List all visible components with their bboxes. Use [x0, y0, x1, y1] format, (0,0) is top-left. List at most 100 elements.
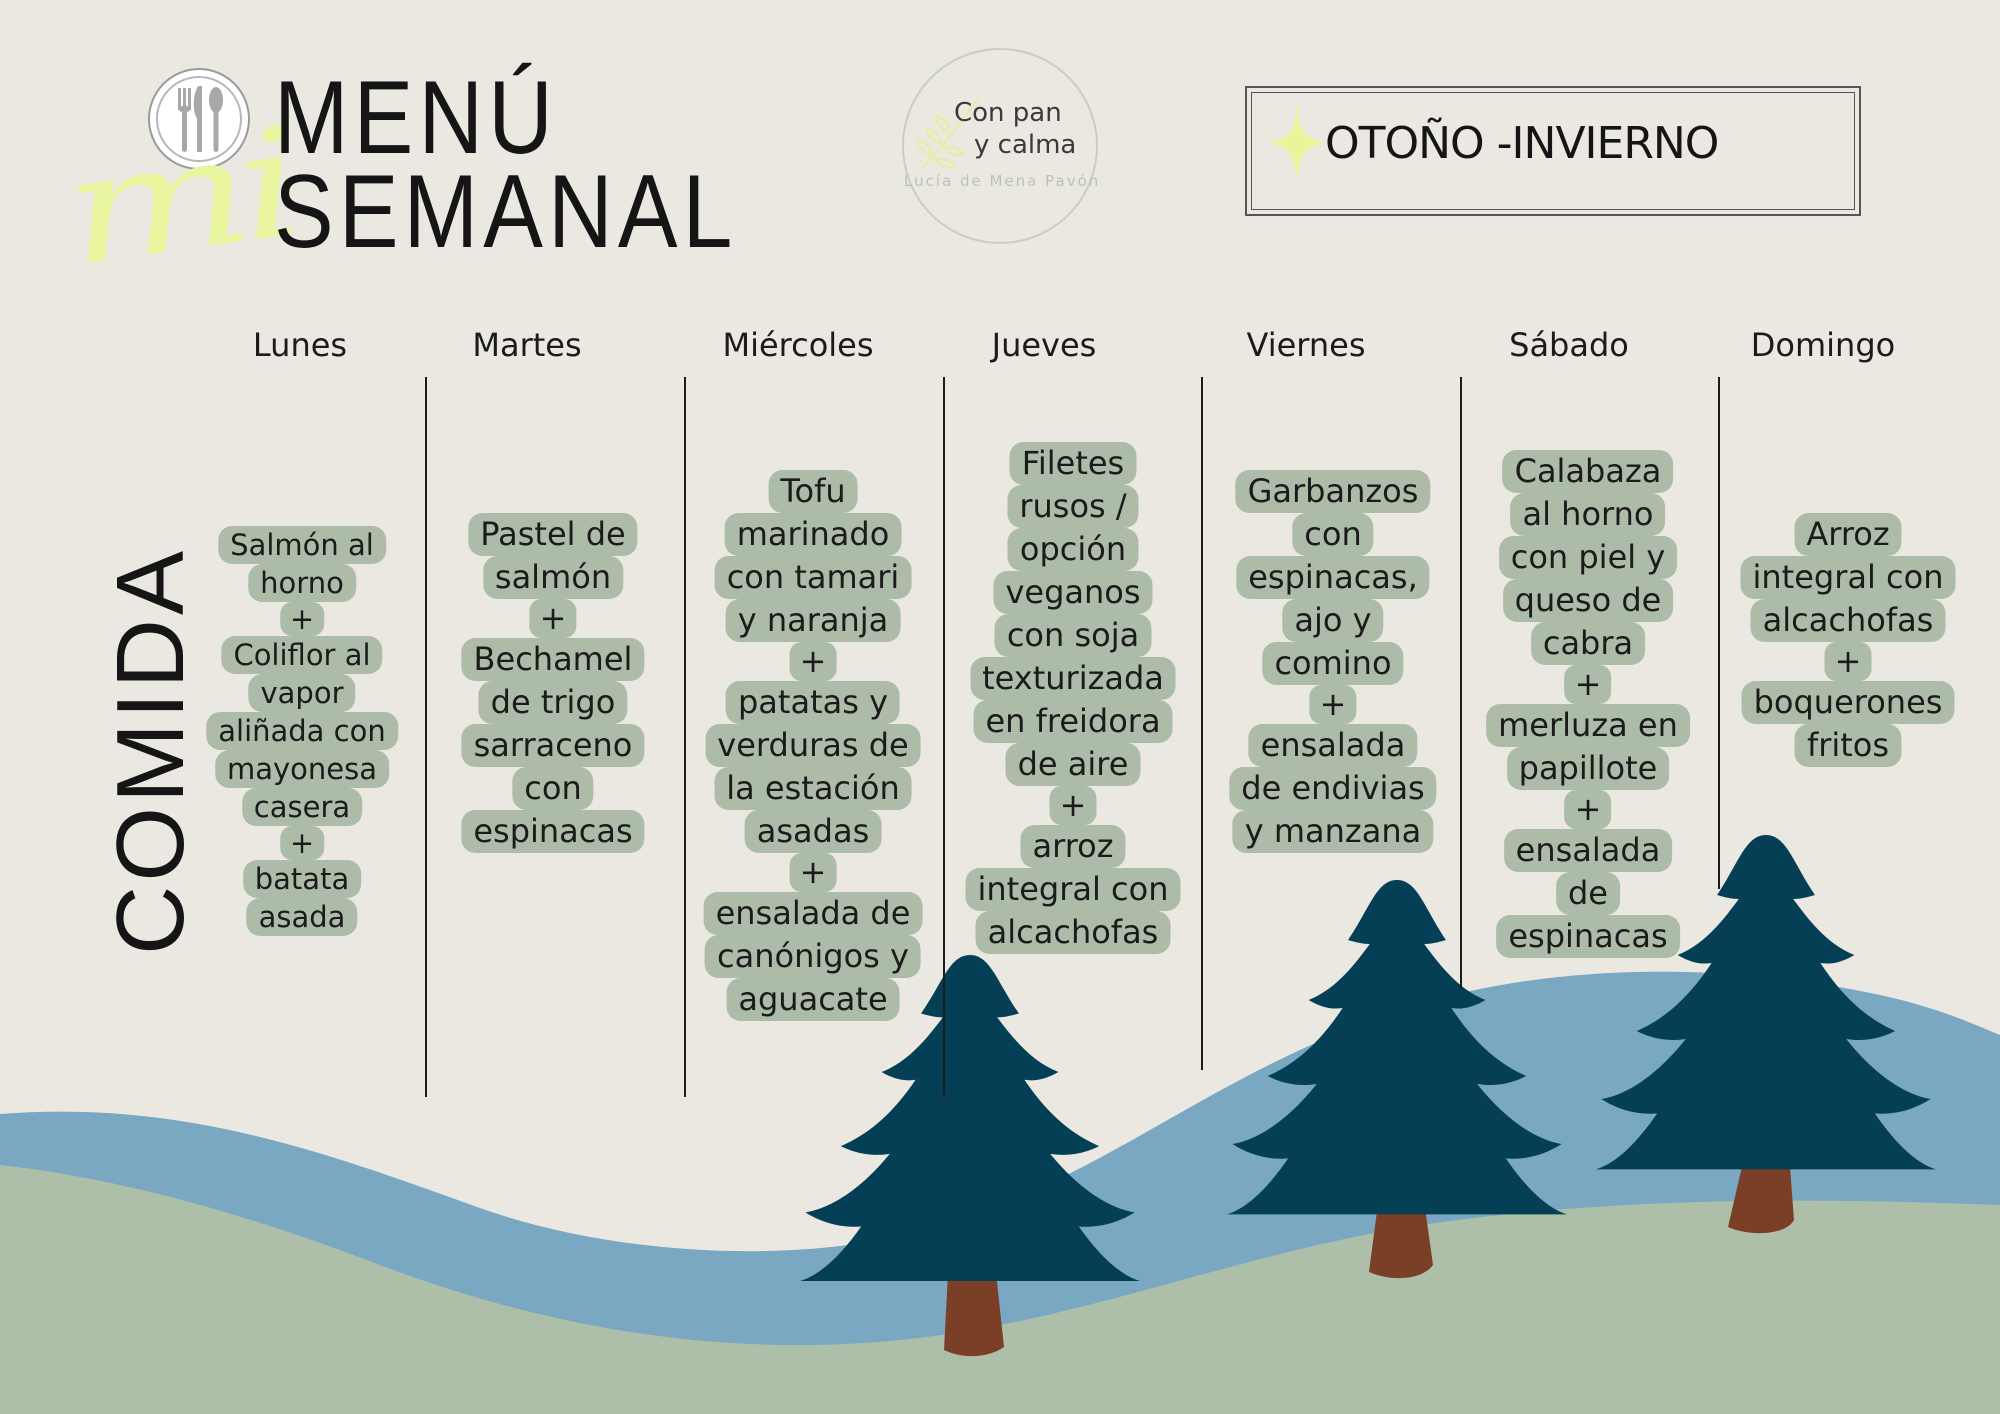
meal-line: con [512, 767, 594, 810]
sparkle-star-icon [1269, 102, 1325, 184]
meal-plus-separator: + [1049, 786, 1097, 825]
row-label-comida: COMIDA [97, 547, 204, 955]
meal-line: canónigos y [705, 935, 921, 978]
meal-line: salmón [482, 556, 624, 599]
meal-plus-separator: + [1564, 790, 1612, 829]
column-divider [684, 377, 686, 1097]
meal-line: asada [246, 898, 358, 936]
logo-line-1: Con pan [954, 98, 1062, 128]
meal-line: papillote [1506, 747, 1670, 790]
meal-line: ensalada [1248, 724, 1418, 767]
meal-line: Tofu [768, 470, 858, 513]
meal-line: veganos [993, 571, 1153, 614]
meal-plus-separator: + [1564, 665, 1612, 704]
title-line-1: MENÚ [274, 60, 558, 176]
day-header: Jueves [991, 326, 1097, 364]
meal-line: de endivias [1229, 767, 1437, 810]
meal-line: ajo y [1282, 599, 1384, 642]
meal-line: queso de [1502, 579, 1674, 622]
meal-line: Arroz [1794, 513, 1902, 556]
meal-line: Garbanzos [1235, 470, 1431, 513]
meal-line: con [1292, 513, 1374, 556]
meal-plus-separator: + [529, 599, 577, 638]
brand-logo: Con pan y calma Lucía de Mena Pavón [902, 48, 1098, 244]
season-frame: OTOÑO -INVIERNO [1245, 86, 1861, 216]
column-divider [1718, 377, 1720, 889]
logo-line-2: y calma [974, 130, 1077, 160]
title-line-2: SEMANAL [274, 154, 738, 270]
plate-cutlery-icon [148, 68, 250, 170]
meal-line: Filetes [1009, 442, 1137, 485]
column-divider [943, 377, 945, 1097]
meal-line: asadas [744, 810, 882, 853]
column-divider [1460, 377, 1462, 989]
meal-line: batata [242, 860, 362, 898]
meal-line: y naranja [725, 599, 901, 642]
meal-line: merluza en [1486, 704, 1690, 747]
meal-line: de aire [1005, 743, 1141, 786]
meal-line: en freidora [973, 700, 1173, 743]
meal-plus-separator: + [279, 602, 325, 636]
meal-line: patatas y [725, 681, 900, 724]
day-header: Miércoles [722, 326, 874, 364]
meal-line: mayonesa [214, 750, 390, 788]
day-header: Domingo [1750, 326, 1896, 364]
meal-line: rusos / [1007, 485, 1139, 528]
meal-line: espinacas, [1236, 556, 1430, 599]
day-header: Viernes [1246, 326, 1366, 364]
meal-line: cabra [1530, 622, 1646, 665]
column-divider [425, 377, 427, 1097]
day-header: Martes [472, 326, 582, 364]
meal-line: aguacate [726, 978, 900, 1021]
meal-line: la estación [714, 767, 912, 810]
meal-line: horno [248, 564, 356, 602]
meal-line: aliñada con [206, 712, 398, 750]
meal-plus-separator: + [279, 826, 325, 860]
meal-line: comino [1262, 642, 1404, 685]
meal-line: alcachofas [1750, 599, 1946, 642]
meal-line: alcachofas [975, 911, 1171, 954]
meal-line: integral con [1740, 556, 1956, 599]
meal-line: integral con [965, 868, 1181, 911]
meal-line: casera [241, 788, 363, 826]
meal-line: espinacas [1496, 915, 1680, 958]
pine-tree-icon [1596, 835, 1936, 1234]
meal-line: boquerones [1741, 681, 1955, 724]
meal-line: opción [1007, 528, 1139, 571]
day-header: Lunes [252, 326, 348, 364]
meal-line: verduras de [705, 724, 921, 767]
meal-line: Calabaza [1502, 450, 1674, 493]
meal-line: con piel y [1498, 536, 1678, 579]
meal-plus-separator: + [1309, 685, 1357, 724]
meal-line: Pastel de [468, 513, 638, 556]
meal-line: y manzana [1232, 810, 1434, 853]
meal-line: marinado [724, 513, 902, 556]
meal-line: con tamari [714, 556, 912, 599]
meal-plus-separator: + [789, 642, 837, 681]
meal-line: fritos [1794, 724, 1902, 767]
meal-line: arroz [1020, 825, 1126, 868]
meal-line: Salmón al [218, 526, 386, 564]
meal-line: ensalada de [703, 892, 923, 935]
meal-line: de trigo [478, 681, 628, 724]
meal-plus-separator: + [1824, 642, 1872, 681]
green-hill [0, 1165, 2000, 1414]
meal-line: texturizada [970, 657, 1176, 700]
title-script-word: mi [54, 96, 303, 301]
logo-author: Lucía de Mena Pavón [904, 172, 1101, 190]
meal-line: de [1555, 872, 1620, 915]
season-inner-frame [1251, 92, 1855, 210]
meal-line: Bechamel [461, 638, 645, 681]
meal-line: con soja [994, 614, 1152, 657]
meal-line: al horno [1510, 493, 1666, 536]
pine-tree-icon [1227, 880, 1567, 1279]
